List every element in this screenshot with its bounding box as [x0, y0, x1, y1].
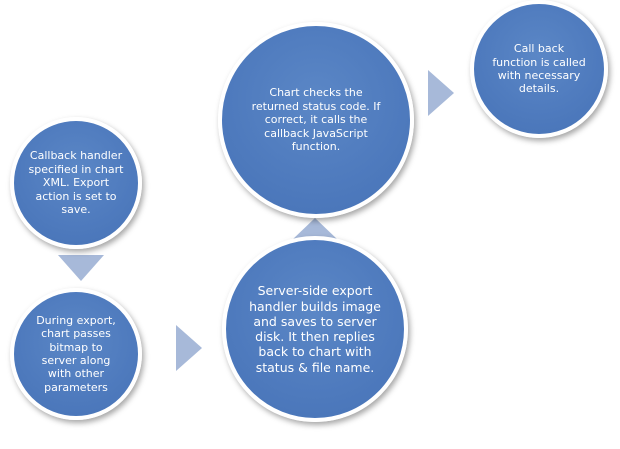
step-callback-handler-text: Callback handler specified in chart XML.… [28, 149, 124, 217]
step-server-export-handler-node: Server-side export handler builds image … [222, 236, 408, 422]
step-callback-called-node: Call back function is called with necess… [470, 0, 608, 138]
step-callback-called-text: Call back function is called with necess… [492, 42, 586, 96]
step-export-bitmap-node: During export, chart passes bitmap to se… [10, 288, 142, 420]
step-export-bitmap-text: During export, chart passes bitmap to se… [36, 313, 116, 394]
arrow-down-icon [58, 255, 104, 281]
arrow-right-icon [176, 325, 202, 371]
step-chart-checks-status-text: Chart checks the returned status code. I… [251, 86, 381, 154]
step-callback-handler-node: Callback handler specified in chart XML.… [10, 117, 142, 249]
step-server-export-handler-text: Server-side export handler builds image … [249, 283, 381, 375]
arrow-right-icon [428, 70, 454, 116]
step-chart-checks-status-node: Chart checks the returned status code. I… [218, 22, 414, 218]
arrow-up-icon [292, 218, 338, 240]
